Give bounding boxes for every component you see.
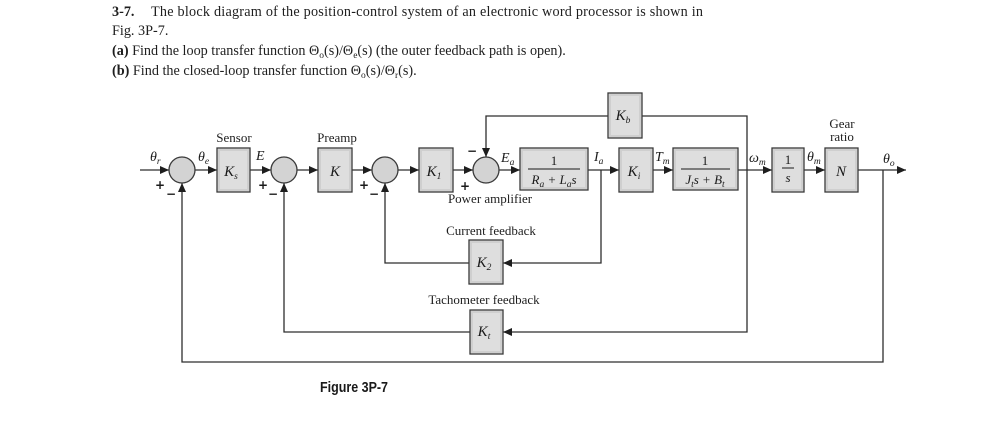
problem-number: 3-7. bbox=[112, 4, 134, 20]
part-a: (a) Find the loop transfer function Θo(s… bbox=[112, 43, 566, 61]
signal-e: E bbox=[255, 149, 265, 164]
part-a-sub-1: o bbox=[319, 51, 324, 61]
sum2-plus-sign: + bbox=[258, 178, 268, 192]
summing-junction-3 bbox=[371, 156, 399, 184]
back-emf-gain: Kb bbox=[615, 108, 631, 126]
tachometer-feedback-caption: Tachometer feedback bbox=[428, 292, 540, 307]
gear-ratio-block: N bbox=[824, 147, 859, 193]
sum2-minus-sign: − bbox=[268, 187, 278, 201]
motor-denominator: Jts + Bt bbox=[685, 172, 725, 190]
tachometer-feedback-gain: Kt bbox=[477, 324, 491, 342]
sum1-plus-sign: + bbox=[155, 178, 165, 192]
current-feedback-gain: K2 bbox=[476, 255, 492, 273]
ki-block: Ki bbox=[618, 147, 654, 193]
current-feedback-caption: Current feedback bbox=[446, 223, 536, 238]
armature-numerator: 1 bbox=[551, 153, 558, 168]
signal-theta-o: θo bbox=[883, 152, 895, 169]
signal-theta-m: θm bbox=[807, 150, 821, 167]
part-b-text: Find the closed-loop transfer function Θ bbox=[129, 63, 361, 79]
armature-block: 1 Ra + Las bbox=[519, 147, 589, 191]
signal-t-m: Tm bbox=[655, 150, 670, 167]
current-pickoff-wire bbox=[503, 170, 602, 267]
motor-numerator: 1 bbox=[702, 153, 709, 168]
tach-pickoff-wire bbox=[503, 170, 748, 336]
signal-i-a: Ia bbox=[593, 150, 604, 167]
part-b-post: (s). bbox=[398, 63, 417, 79]
integrator-block: 1 s bbox=[771, 147, 805, 193]
sum4-plus-sign: + bbox=[460, 179, 470, 193]
power-amplifier-caption: Power amplifier bbox=[448, 191, 533, 206]
sum3-plus-sign: + bbox=[359, 178, 369, 192]
sensor-caption: Sensor bbox=[216, 130, 252, 145]
k1-block: K1 bbox=[418, 147, 454, 193]
back-emf-feedback-wire bbox=[482, 115, 608, 157]
signal-theta-e: θe bbox=[198, 150, 209, 167]
figure-caption: Figure 3P-7 bbox=[320, 379, 388, 396]
part-b: (b) Find the closed-loop transfer functi… bbox=[112, 63, 417, 81]
part-a-text: Find the loop transfer function Θ bbox=[129, 43, 320, 59]
sum1-minus-sign: − bbox=[166, 187, 176, 201]
tach-feedback-wire bbox=[280, 183, 470, 333]
back-emf-block: Kb bbox=[607, 92, 643, 139]
part-a-label: (a) bbox=[112, 43, 129, 59]
part-b-sub-2: r bbox=[395, 71, 399, 81]
current-feedback-block: K2 bbox=[468, 239, 504, 285]
summing-junction-2 bbox=[270, 156, 298, 184]
motor-block: 1 Jts + Bt bbox=[672, 147, 739, 191]
preamp-block: K bbox=[317, 147, 353, 193]
summing-junction-4 bbox=[472, 156, 500, 184]
sum3-minus-sign: − bbox=[369, 187, 379, 201]
gear-ratio-gain: N bbox=[835, 164, 847, 180]
block-diagram: + − + − + − − + θr θe E Ea Ia Tm ωm θm θ… bbox=[140, 92, 906, 363]
part-a-post: (s) (the outer feedback path is open). bbox=[357, 43, 565, 59]
problem-statement: 3-7. The block diagram of the position-c… bbox=[112, 4, 703, 81]
summing-junction-1 bbox=[168, 156, 196, 184]
k1-gain: K1 bbox=[426, 164, 442, 182]
integrator-numerator: 1 bbox=[785, 152, 792, 167]
tachometer-feedback-block: Kt bbox=[469, 309, 504, 355]
part-a-sub-2: e bbox=[353, 51, 357, 61]
part-a-mid: (s)/Θ bbox=[324, 43, 353, 59]
sensor-block: Ks bbox=[216, 147, 251, 193]
gear-caption-line-1: Gear bbox=[829, 116, 855, 131]
problem-line-2: Fig. 3P-7. bbox=[112, 23, 168, 39]
preamp-gain: K bbox=[329, 164, 341, 180]
preamp-caption: Preamp bbox=[317, 130, 357, 145]
current-feedback-wire bbox=[381, 183, 469, 264]
signal-theta-r: θr bbox=[150, 150, 161, 167]
signal-e-a: Ea bbox=[500, 151, 515, 168]
armature-denominator: Ra + Las bbox=[530, 172, 576, 190]
part-b-sub-1: o bbox=[361, 71, 366, 81]
signal-omega-m: ωm bbox=[749, 151, 766, 168]
sensor-gain: Ks bbox=[223, 164, 238, 182]
gear-caption-line-2: ratio bbox=[830, 129, 854, 144]
ki-gain: Ki bbox=[627, 164, 641, 182]
part-b-mid: (s)/Θ bbox=[366, 63, 395, 79]
back-emf-pickoff-wire bbox=[642, 115, 748, 170]
part-b-label: (b) bbox=[112, 63, 130, 79]
integrator-denominator: s bbox=[785, 170, 790, 185]
problem-line-1: The block diagram of the position-contro… bbox=[151, 4, 703, 20]
sum4-minus-sign: − bbox=[467, 144, 477, 158]
outer-feedback-wire bbox=[178, 170, 884, 363]
